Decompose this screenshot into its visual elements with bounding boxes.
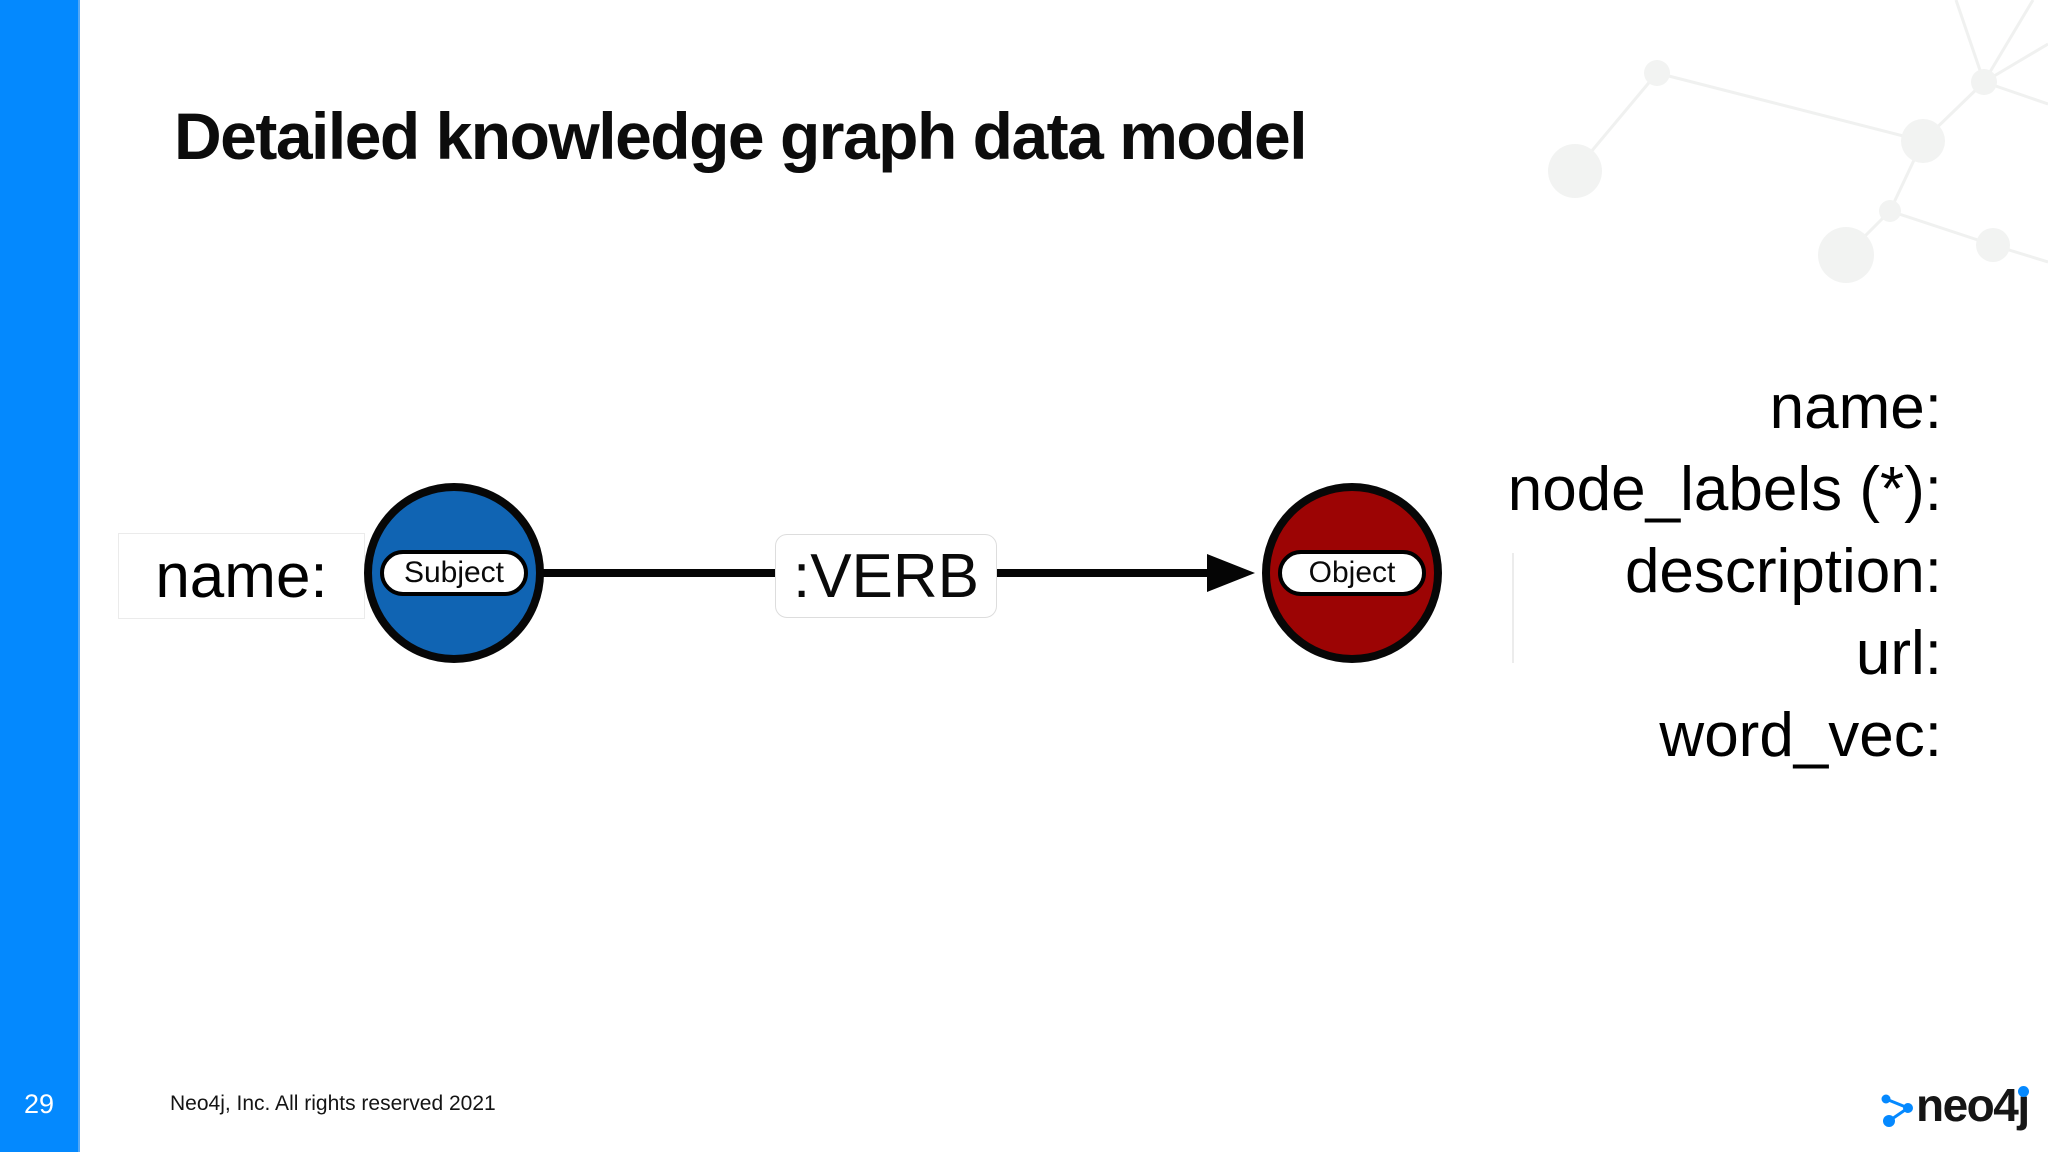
subject-property-box: name: <box>118 533 365 619</box>
logo-wordmark: neo4 j <box>1916 1079 2030 1131</box>
relationship-label-box: :VERB <box>775 534 997 618</box>
slide-title: Detailed knowledge graph data model <box>174 99 1308 173</box>
subject-node-label: Subject <box>403 556 505 589</box>
logo-text-main: neo4 <box>1916 1079 2019 1131</box>
object-node-label: Object <box>1308 556 1396 589</box>
property-label: name: <box>1769 373 1942 442</box>
object-node: Object <box>1262 483 1442 663</box>
logo-text-j: j <box>2017 1079 2030 1131</box>
accent-sidebar <box>0 0 80 1152</box>
edge-line-left <box>543 569 776 577</box>
property-label: description: <box>1624 537 1942 606</box>
neo4j-logo: neo4 j <box>1878 1079 2030 1131</box>
subject-property-label: name: <box>155 541 328 611</box>
faint-box-edge <box>1512 553 1514 663</box>
copyright-text: Neo4j, Inc. All rights reserved 2021 <box>170 1092 496 1115</box>
edge-line-right <box>993 569 1210 577</box>
arrowhead <box>1207 554 1255 592</box>
neo4j-graph-icon <box>1881 1094 1913 1127</box>
subject-node: Subject <box>364 483 544 663</box>
page-number: 29 <box>23 1089 55 1119</box>
logo-j-dot <box>2018 1086 2030 1097</box>
property-label: url: <box>1855 619 1942 688</box>
object-property-list: name: node_labels (*): description: url:… <box>1508 367 1942 777</box>
relationship-label: :VERB <box>792 541 980 611</box>
property-label: node_labels (*): <box>1507 455 1942 524</box>
subject-node-pill: Subject <box>380 550 528 596</box>
object-node-pill: Object <box>1278 550 1426 596</box>
network-background-graphic <box>1548 0 2048 283</box>
property-label: word_vec: <box>1659 701 1942 770</box>
